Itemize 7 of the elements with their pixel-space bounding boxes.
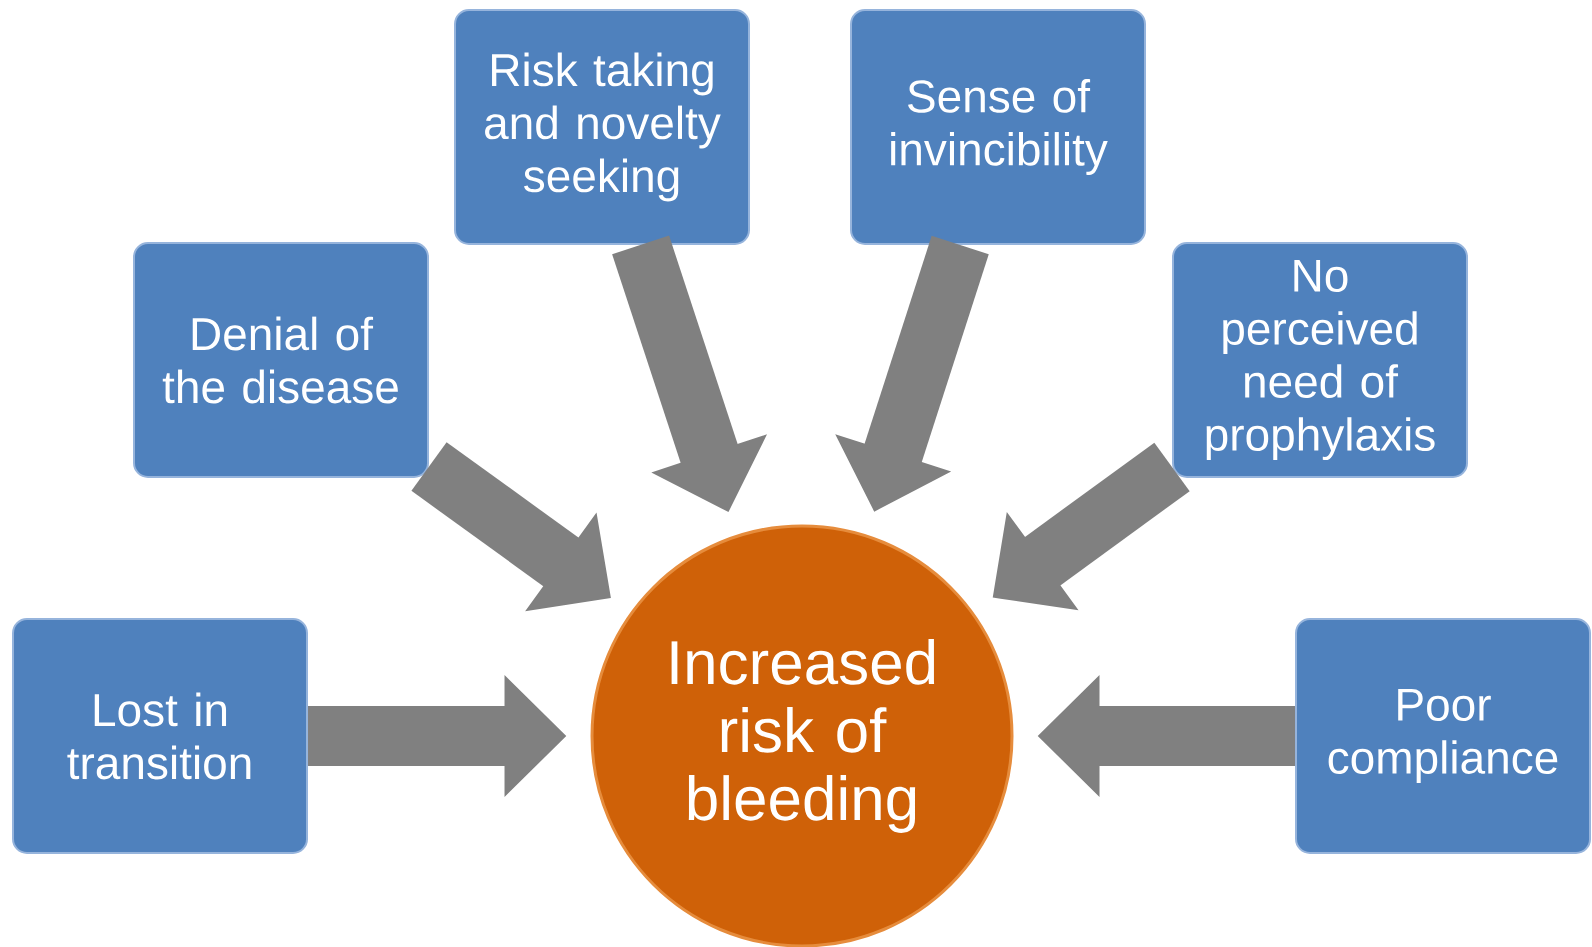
factor-box: Sense of invincibility [850, 9, 1146, 245]
factor-box: Denial of the disease [133, 242, 429, 478]
circle-node: Increased risk of bleeding [590, 524, 1014, 947]
factor-box: No perceived need of prophylaxis [1172, 242, 1468, 478]
factor-box: Lost in transition [12, 618, 308, 854]
factor-box: Poor compliance [1295, 618, 1591, 854]
factor-box: Risk taking and novelty seeking [454, 9, 750, 245]
